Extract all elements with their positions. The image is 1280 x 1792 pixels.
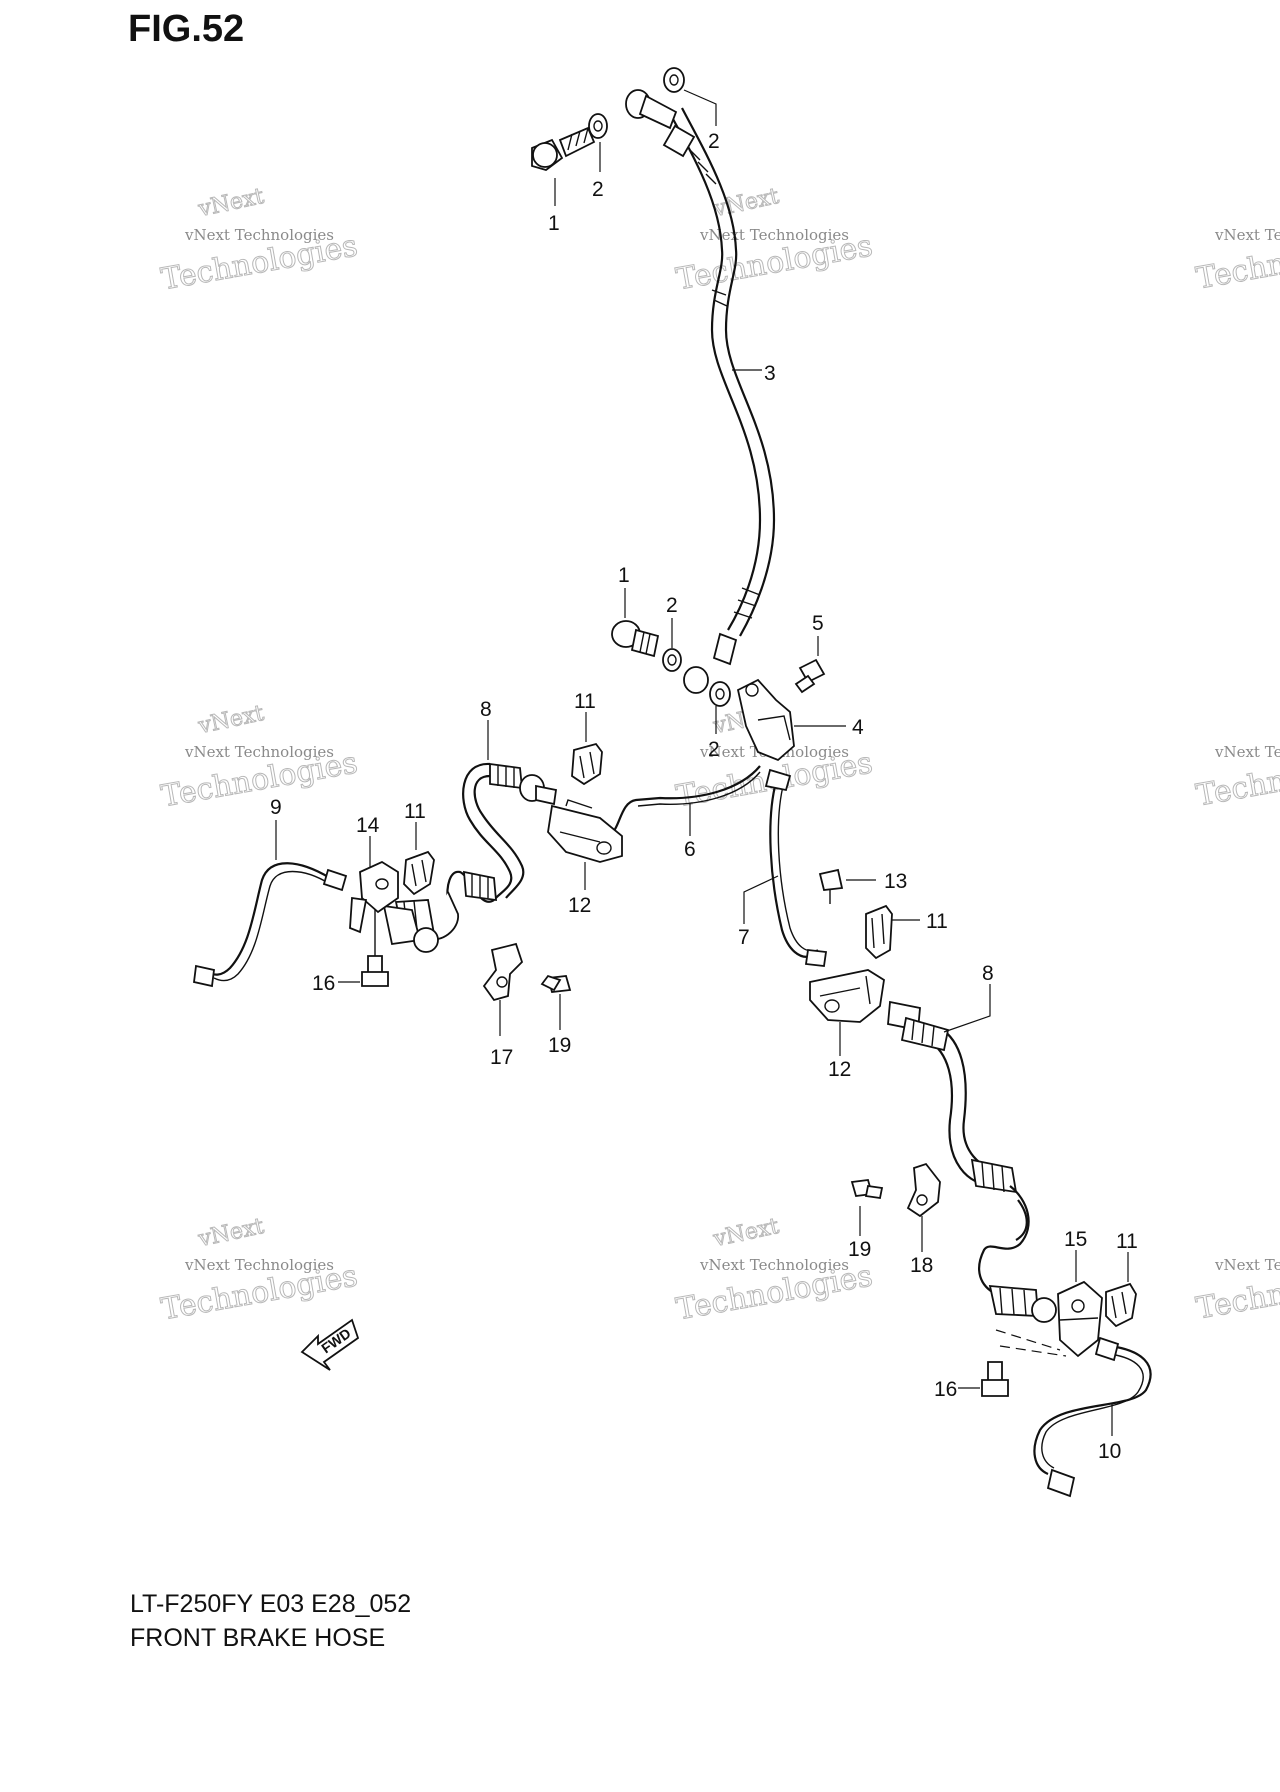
bolt-16-right: [958, 1361, 1009, 1397]
brake-hose-8-right-loop: [970, 1158, 1057, 1323]
callout-label: 16: [934, 1378, 957, 1401]
callout-label: 7: [738, 926, 750, 949]
watermark-brand-top: vNext: [710, 1214, 781, 1252]
watermark-brand-top: vNext: [195, 701, 266, 739]
clip-11-right-top: [865, 904, 920, 960]
watermark-company: vNext Technologies: [184, 226, 334, 244]
watermark-top-right: vNext Technologies Technologies: [1193, 226, 1280, 297]
callout-label: 15: [1064, 1228, 1087, 1251]
callout-label: 12: [828, 1058, 851, 1081]
bolt-16-left: [338, 910, 389, 987]
callout-label: 2: [592, 178, 604, 201]
callout-label: 11: [926, 910, 948, 933]
watermark-company: vNext Technologies: [184, 1256, 334, 1274]
callout-label: 12: [568, 894, 591, 917]
brake-pipe-7: [743, 768, 828, 967]
callout-label: 9: [270, 796, 282, 819]
callout-labels: 1 2 2 3 1 2 5 4 2 8 11 9 14 11 6 12 13 7…: [270, 130, 1138, 1463]
forward-direction-icon: FWD: [300, 1318, 360, 1371]
model-code: LT-F250FY E03 E28_052: [130, 1590, 412, 1618]
callout-label: 2: [708, 130, 720, 153]
watermark-brand-top: vNext: [195, 184, 266, 222]
callout-label: 10: [1098, 1440, 1121, 1463]
watermark-mid-left: vNext vNext Technologies Technologies: [158, 700, 361, 814]
watermark-company: vNext Technologies: [699, 1256, 849, 1274]
callout-label: 8: [982, 962, 994, 985]
main-brake-hose: [625, 89, 776, 694]
bracket-15: [1057, 1250, 1103, 1358]
watermark-bottom-right: vNext Technologies Technologies: [1193, 1256, 1280, 1327]
union-bolt-middle: [611, 588, 660, 658]
callout-label: 11: [1116, 1230, 1138, 1253]
bracket-14: [349, 836, 399, 934]
clip-11-right-lower: [1105, 1252, 1137, 1328]
callout-label: 11: [574, 690, 596, 713]
hose-coupling-left: [382, 904, 439, 953]
bolt-5: [794, 636, 826, 694]
callout-label: 18: [910, 1254, 933, 1277]
watermark-company: vNext Technologies: [1214, 226, 1280, 244]
callout-label: 5: [812, 612, 824, 635]
bolt-19-right: [850, 1179, 884, 1236]
figure-title: FIG.52: [128, 8, 245, 50]
watermark-company: vNext Technologies: [1214, 1256, 1280, 1274]
watermark-company: vNext Technologies: [184, 743, 334, 761]
watermark-top-left: vNext vNext Technologies Technologies: [158, 183, 361, 297]
washer-middle-left: [662, 618, 682, 672]
watermark-company: vNext Technologies: [699, 226, 849, 244]
watermark-mid-right: vNext Technologies Technologies: [1193, 743, 1280, 814]
washer-middle-right: [709, 681, 731, 734]
washer-top-left: [588, 113, 608, 172]
callout-label: 19: [848, 1238, 871, 1261]
callout-label: 2: [708, 738, 720, 761]
callout-label: 14: [356, 814, 380, 837]
clip-11-left-top: [571, 712, 603, 786]
watermark-company: vNext Technologies: [1214, 743, 1280, 761]
callout-label: 1: [548, 212, 560, 235]
brake-pipe-10: [1033, 1336, 1152, 1498]
callout-label: 13: [884, 870, 907, 893]
callout-label: 19: [548, 1034, 571, 1057]
callout-label: 16: [312, 972, 335, 995]
watermark-bottom-left: vNext vNext Technologies Technologies: [158, 1213, 361, 1327]
brake-hose-8-left: [462, 720, 558, 901]
brake-joint-4: [736, 678, 846, 762]
bolt-13: [818, 868, 876, 904]
callout-label: 3: [764, 362, 776, 385]
union-bolt-top: [531, 126, 596, 206]
washer-top-right: [663, 67, 717, 126]
callout-label: 17: [490, 1046, 513, 1069]
bolt-19-left: [540, 974, 572, 1030]
bracket-12-right: [809, 969, 885, 1056]
bracket-17: [482, 942, 524, 1036]
brake-hose-8-right: [887, 984, 1005, 1188]
watermark-top-middle: vNext vNext Technologies Technologies: [673, 183, 876, 297]
callout-label: 6: [684, 838, 696, 861]
watermark-bottom-middle: vNext vNext Technologies Technologies: [673, 1213, 876, 1327]
callout-label: 8: [480, 698, 492, 721]
brake-pipe-6: [609, 765, 761, 836]
callout-label: 1: [618, 564, 630, 587]
brake-pipe-9: [193, 820, 348, 988]
callout-label: 11: [404, 800, 426, 823]
callout-label: 4: [852, 716, 864, 739]
callout-label: 2: [666, 594, 678, 617]
bracket-12-left: [547, 799, 623, 890]
watermark-brand-top: vNext: [195, 1214, 266, 1252]
bracket-18: [906, 1162, 941, 1252]
diagram-name: FRONT BRAKE HOSE: [130, 1624, 386, 1652]
clip-11-left-lower: [403, 822, 435, 896]
